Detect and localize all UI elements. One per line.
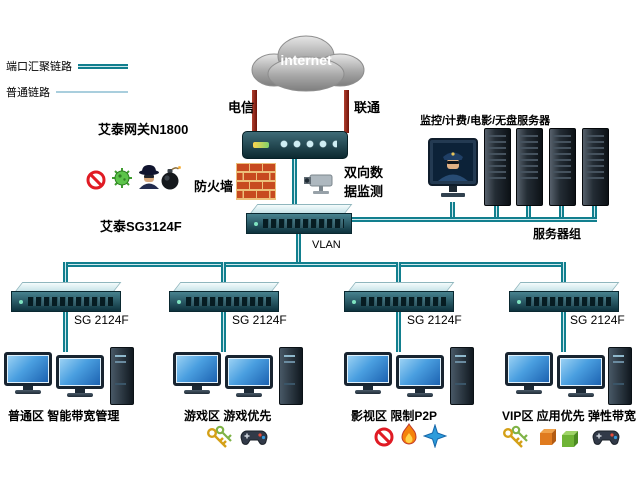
- switch-ports: [526, 297, 611, 306]
- monitor-icon: [557, 355, 605, 401]
- camera-icon: [304, 174, 333, 194]
- access-switch-1-icon: [11, 282, 122, 312]
- link-pcs-4: [561, 308, 566, 352]
- access-switch-1-label: SG 2124F: [74, 313, 129, 327]
- normal-link-sample: [56, 91, 128, 93]
- server-tower-icon: [582, 128, 609, 206]
- switch-front-face: [169, 291, 279, 312]
- switch-ports: [28, 297, 113, 306]
- firewall-icon: [236, 163, 276, 200]
- thunder-icon: [423, 424, 447, 448]
- monitor-icon: [344, 352, 392, 398]
- link-server-1: [494, 204, 499, 217]
- zone-label-2: 游戏区 游戏优先: [184, 409, 272, 423]
- link-server-3: [559, 204, 564, 217]
- switch-front-face: [11, 291, 121, 312]
- zone-label-4: VIP区 应用优先 弹性带宽: [502, 409, 637, 423]
- access-switch-3-label: SG 2124F: [407, 313, 462, 327]
- pc-tower-icon: [279, 347, 303, 405]
- link-police-server: [450, 202, 455, 217]
- link-core-bus: [296, 234, 301, 265]
- gateway-router-icon: [242, 131, 348, 159]
- access-switch-2-label: SG 2124F: [232, 313, 287, 327]
- switch-led: [177, 299, 181, 304]
- link-pcs-3: [396, 308, 401, 352]
- pc-tower-icon: [450, 347, 474, 405]
- access-switch-3-icon: [344, 282, 455, 312]
- wan-link-left: [252, 90, 257, 133]
- gamepad-icon: [240, 430, 268, 445]
- router-ports: [279, 139, 337, 150]
- blocked-icon: [374, 427, 394, 447]
- server-tower-icon: [549, 128, 576, 206]
- switch-front-face: [509, 291, 619, 312]
- isp-right-label: 联通: [354, 100, 381, 115]
- switch-front-face: [344, 291, 454, 312]
- link-pcs-2: [221, 308, 226, 352]
- internet-cloud-icon: [251, 35, 365, 92]
- monitor-icon: [173, 352, 221, 398]
- blocked-icon: [86, 170, 106, 190]
- boxes-icon: [540, 429, 578, 447]
- legend-aggregated-label: 端口汇聚链路: [6, 61, 72, 73]
- link-drop-1: [63, 262, 68, 282]
- isp-left-label: 电信: [228, 100, 255, 115]
- link-pcs-1: [63, 308, 68, 352]
- monitor-icon: [505, 352, 553, 398]
- switch-ports: [263, 219, 344, 228]
- server-tower-icon: [516, 128, 543, 206]
- monitoring-label: 双向数据监测: [344, 165, 384, 199]
- police-monitor-icon: [428, 138, 478, 197]
- switch-ports: [361, 297, 446, 306]
- server-group-label: 服务器组: [533, 227, 582, 241]
- link-gateway-core: [292, 157, 297, 204]
- distribution-bus: [63, 262, 566, 267]
- switch-led: [517, 299, 521, 304]
- virus-icon: [112, 168, 132, 188]
- server-tower-icon: [484, 128, 511, 206]
- server-bus: [352, 217, 597, 222]
- switch-led: [254, 221, 258, 226]
- legend-aggregated-row: 端口汇聚链路: [6, 58, 128, 74]
- wan-link-right: [344, 90, 349, 133]
- monitor-icon: [396, 355, 444, 401]
- switch-front-face: [246, 213, 352, 234]
- monitor-icon: [225, 355, 273, 401]
- zone-label-3: 影视区 限制P2P: [351, 409, 438, 423]
- spy-icon: [139, 165, 159, 189]
- fire-icon: [401, 423, 417, 445]
- router-led: [253, 142, 269, 148]
- legend-normal-row: 普通链路: [6, 84, 128, 100]
- link-drop-3: [396, 262, 401, 282]
- gateway-label: 艾泰网关N1800: [98, 122, 189, 137]
- legend-normal-label: 普通链路: [6, 87, 50, 99]
- vlan-label: VLAN: [312, 239, 341, 251]
- access-switch-2-icon: [169, 282, 280, 312]
- aggregated-link-sample: [78, 63, 128, 69]
- core-switch-label: 艾泰SG3124F: [100, 219, 182, 234]
- monitor-icon: [56, 355, 104, 401]
- link-server-2: [526, 204, 531, 217]
- bomb-icon: [161, 166, 181, 190]
- pc-tower-icon: [608, 347, 632, 405]
- link-drop-2: [221, 262, 226, 282]
- keys-icon: [503, 425, 528, 448]
- access-switch-4-label: SG 2124F: [570, 313, 625, 327]
- access-switch-4-icon: [509, 282, 620, 312]
- link-drop-4: [561, 262, 566, 282]
- switch-led: [19, 299, 23, 304]
- zone-label-1: 普通区 智能带宽管理: [8, 409, 120, 423]
- internet-label: internet: [280, 52, 332, 68]
- switch-led: [352, 299, 356, 304]
- gamepad-icon: [592, 430, 620, 445]
- pc-tower-icon: [110, 347, 134, 405]
- core-switch-icon: [246, 204, 353, 234]
- keys-icon: [207, 425, 232, 448]
- switch-ports: [186, 297, 271, 306]
- firewall-label: 防火墙: [194, 179, 234, 194]
- monitor-icon: [4, 352, 52, 398]
- servers-caption: 监控/计费/电影/无盘服务器: [420, 115, 551, 127]
- link-server-4: [592, 204, 597, 217]
